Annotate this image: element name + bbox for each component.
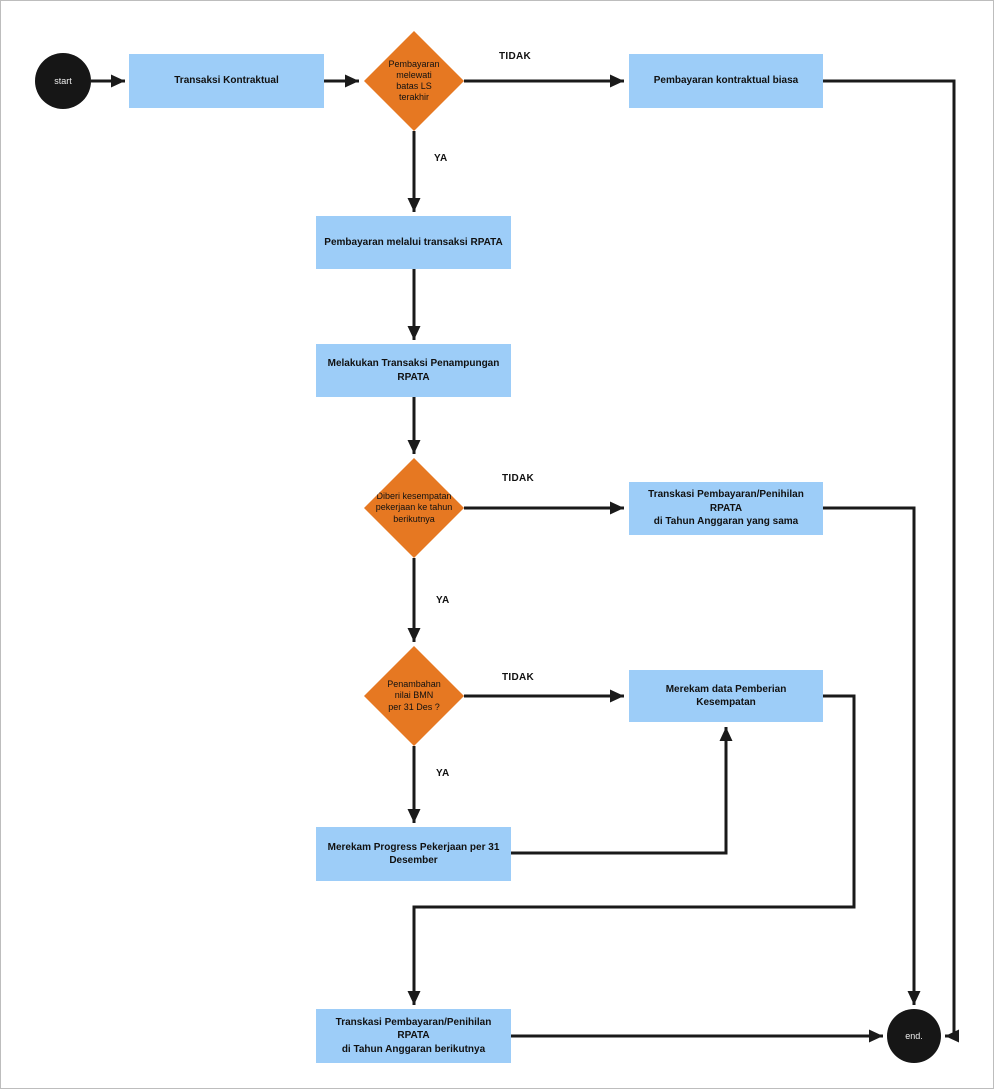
- process-merekam-progress: Merekam Progress Pekerjaan per 31 Desemb…: [316, 827, 511, 881]
- process-transaksi-kontraktual: Transaksi Kontraktual: [129, 54, 324, 108]
- process-pembayaran-kontraktual-biasa: Pembayaran kontraktual biasa: [629, 54, 823, 108]
- edge-yang-sama-to-end: [823, 506, 921, 1005]
- process-label: Merekam Progress Pekerjaan per 31 Desemb…: [327, 841, 500, 867]
- process-merekam-data-kesempatan: Merekam data Pemberian Kesempatan: [629, 670, 823, 722]
- end-label: end.: [905, 1031, 923, 1041]
- edge-label-diberi-kesempatan-tidak: TIDAK: [502, 473, 535, 484]
- process-penampungan-rpata: Melakukan Transaksi Penampungan RPATA: [316, 344, 511, 397]
- edge-label-penambahan-bmn-ya: YA: [436, 768, 450, 779]
- decision-label: Pembayaran melewati batas LS terakhir: [388, 58, 440, 103]
- process-label: Transkasi Pembayaran/Penihilan RPATA di …: [335, 1016, 492, 1055]
- decision-label: Penambahan nilai BMN per 31 Des ?: [387, 679, 441, 712]
- edge-label-diberi-kesempatan-ya: YA: [436, 595, 450, 606]
- process-penihilan-tahun-berikutnya: Transkasi Pembayaran/Penihilan RPATA di …: [316, 1009, 511, 1063]
- edge-merekam-data-to-berikutnya: [407, 694, 856, 1005]
- end-node: end.: [887, 1009, 941, 1063]
- edge-progress-to-merekam-data: [511, 727, 733, 855]
- start-node: start: [35, 53, 91, 109]
- edge-label-batas-ls-tidak: TIDAK: [499, 51, 532, 62]
- decision-label: Diberi kesempatan pekerjaan ke tahun ber…: [375, 491, 453, 524]
- process-pembayaran-rpata: Pembayaran melalui transaksi RPATA: [316, 216, 511, 269]
- process-label: Transkasi Pembayaran/Penihilan RPATA di …: [648, 489, 804, 528]
- process-label: Merekam data Pemberian Kesempatan: [665, 683, 787, 709]
- process-label: Pembayaran kontraktual biasa: [653, 75, 799, 87]
- process-label: Melakukan Transaksi Penampungan RPATA: [327, 358, 500, 383]
- edge-label-batas-ls-ya: YA: [434, 153, 448, 164]
- process-penihilan-tahun-sama: Transkasi Pembayaran/Penihilan RPATA di …: [629, 482, 823, 535]
- process-label: Transaksi Kontraktual: [174, 75, 279, 87]
- edge-biasa-to-end: [823, 79, 959, 1043]
- process-label: Pembayaran melalui transaksi RPATA: [324, 236, 503, 248]
- edge-label-penambahan-bmn-tidak: TIDAK: [502, 672, 535, 683]
- start-label: start: [54, 76, 72, 86]
